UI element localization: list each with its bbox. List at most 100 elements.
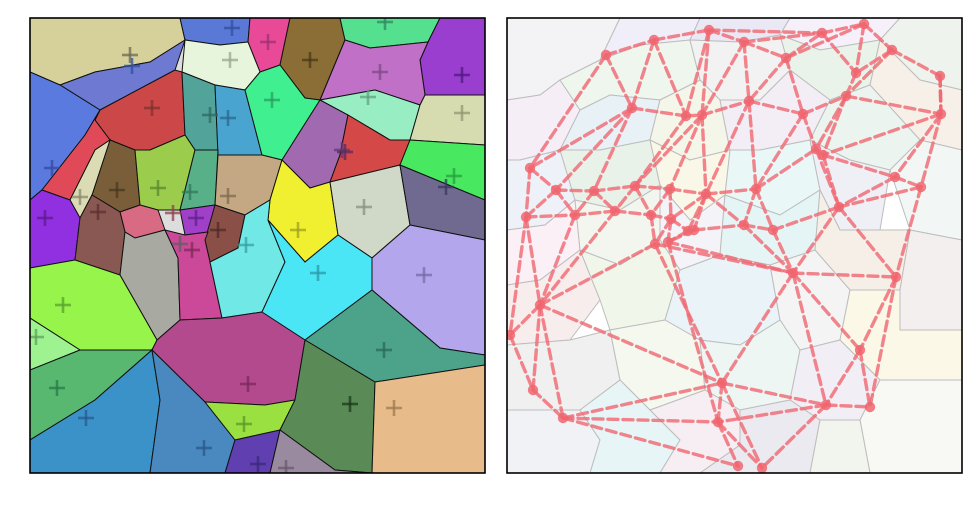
delaunay-edge <box>508 303 542 337</box>
delaunay-vertex <box>507 329 516 341</box>
seed-marker <box>302 52 318 68</box>
delaunay-edge <box>919 112 943 189</box>
delaunay-edge <box>720 271 795 385</box>
delaunay-edge <box>837 205 898 279</box>
delaunay-edge <box>561 416 740 468</box>
seed-marker <box>109 182 125 198</box>
delaunay-vertex <box>649 238 661 250</box>
seed-marker <box>236 416 252 432</box>
delaunay-edge <box>633 184 672 191</box>
delaunay-vertex <box>767 224 779 236</box>
delaunay-vertex <box>648 34 660 46</box>
seed-marker <box>55 297 71 313</box>
voronoi-cell <box>371 364 485 473</box>
delaunay-edge <box>554 188 577 217</box>
delaunay-edge <box>604 53 634 110</box>
delaunay-edge <box>684 28 711 118</box>
delaunay-panel-frame <box>506 17 963 474</box>
delaunay-vertex <box>569 209 581 221</box>
seed-marker <box>360 89 376 105</box>
delaunay-edge <box>692 223 746 232</box>
seed-marker <box>124 58 140 74</box>
delaunay-edge <box>754 147 818 191</box>
delaunay-vertex <box>680 110 692 122</box>
delaunay-edge <box>633 114 688 188</box>
delaunay-vertex <box>890 271 902 283</box>
delaunay-edge <box>653 242 795 275</box>
delaunay-vertex <box>886 44 898 56</box>
seed-marker <box>446 168 462 184</box>
delaunay-edge <box>938 74 943 116</box>
seed-marker <box>240 376 256 392</box>
delaunay-edge <box>704 192 746 227</box>
voronoi-cell <box>409 94 485 146</box>
delaunay-vertex <box>629 180 641 192</box>
seed-marker <box>122 47 138 63</box>
delaunay-edge <box>716 403 828 424</box>
delaunay-vertex <box>858 18 870 30</box>
delaunay-edge <box>801 94 848 116</box>
delaunay-edge <box>668 113 704 191</box>
delaunay-vertex <box>810 143 822 155</box>
delaunay-edge <box>531 388 565 420</box>
delaunay-edge <box>652 38 688 118</box>
delaunay-edge <box>524 215 542 307</box>
delaunay-edge <box>554 106 634 192</box>
delaunay-edge <box>824 348 862 407</box>
delaunay-vertex <box>935 108 947 120</box>
delaunay-edge <box>821 112 943 157</box>
delaunay-edge <box>747 56 788 103</box>
delaunay-edge <box>716 420 764 470</box>
delaunay-edge <box>700 40 746 117</box>
seed-marker <box>220 188 236 204</box>
delaunay-edge <box>771 228 795 275</box>
delaunay-vertex <box>787 267 799 279</box>
delaunay-edge <box>821 153 897 179</box>
delaunay-edge <box>633 113 704 188</box>
delaunay-vertex <box>915 181 927 193</box>
delaunay-edge <box>613 184 637 213</box>
seed-marker <box>264 92 280 108</box>
delaunay-vertex <box>712 416 724 428</box>
delaunay-edge <box>837 175 897 209</box>
delaunay-edge <box>844 94 943 116</box>
delaunay-edge <box>613 209 653 217</box>
delaunay-edge <box>592 184 637 193</box>
delaunay-edge <box>824 403 872 409</box>
delaunay-edge <box>692 192 708 232</box>
delaunay-edge <box>700 99 751 117</box>
delaunay-edge <box>742 40 788 60</box>
delaunay-edge <box>554 188 596 193</box>
delaunay-edge <box>791 205 841 275</box>
delaunay-edge <box>508 333 535 392</box>
delaunay-vertex <box>817 149 829 161</box>
seed-marker <box>188 210 204 226</box>
delaunay-vertex <box>588 185 600 197</box>
delaunay-edge <box>720 381 828 407</box>
delaunay-edge <box>524 166 532 219</box>
delaunay-edge <box>742 40 751 103</box>
seed-marker <box>454 105 470 121</box>
delaunay-edge <box>538 213 577 307</box>
seed-marker <box>386 400 402 416</box>
delaunay-edge <box>771 205 841 232</box>
seed-marker <box>72 189 88 205</box>
voronoi-cell <box>399 139 485 201</box>
seed-marker <box>210 222 226 238</box>
delaunay-edge <box>791 271 898 279</box>
delaunay-vertex <box>850 67 862 79</box>
delaunay-edge <box>700 28 711 117</box>
voronoi-panel-frame <box>29 17 486 474</box>
delaunay-vertex <box>738 36 750 48</box>
delaunay-edge <box>508 215 528 337</box>
seed-marker <box>416 267 432 283</box>
delaunay-vertices <box>507 18 947 473</box>
delaunay-edge <box>707 28 824 35</box>
seed-marker <box>202 107 218 123</box>
delaunay-edge <box>666 240 720 424</box>
voronoi-cell <box>269 429 373 473</box>
delaunay-vertex <box>520 211 532 223</box>
seed-marker <box>372 64 388 80</box>
